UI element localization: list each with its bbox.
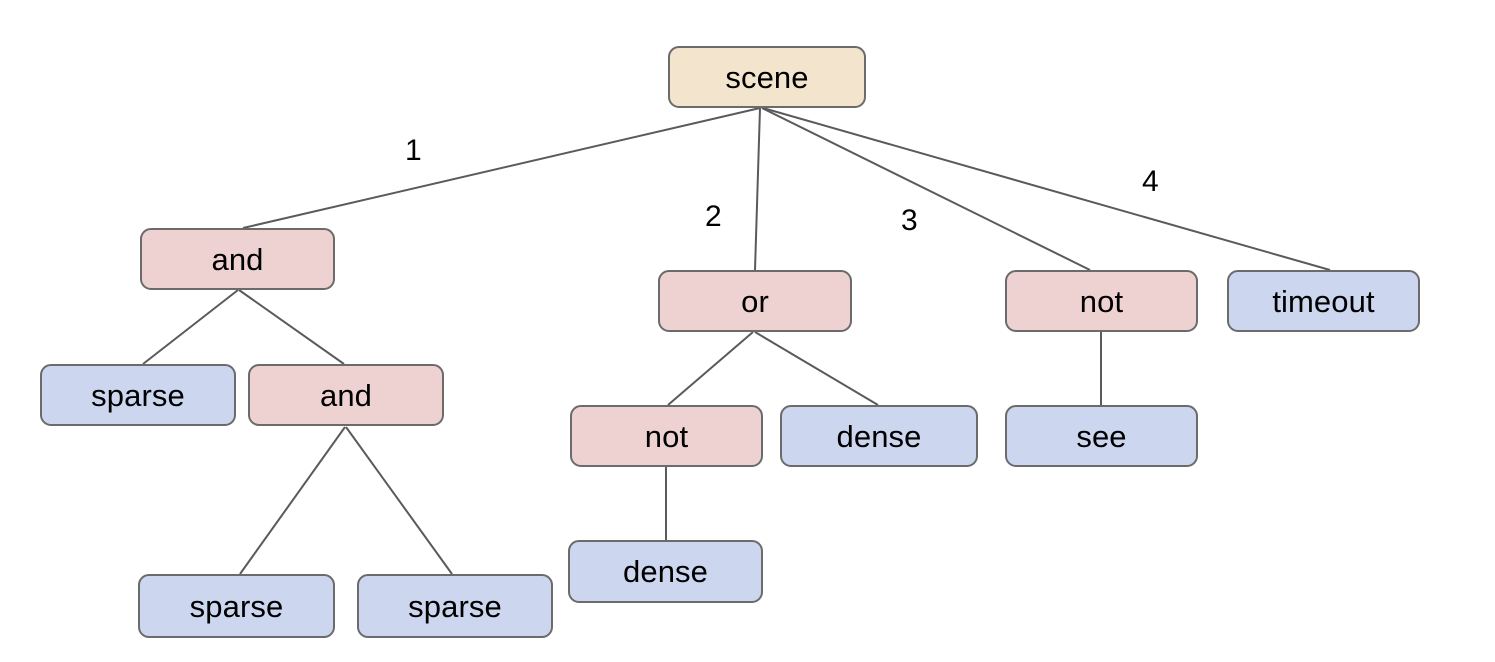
tree-node-label: see	[1076, 418, 1127, 454]
tree-edge-or1-to-dense1	[754, 331, 879, 406]
edge-label-4: 4	[1142, 165, 1159, 198]
tree-node-label: scene	[725, 59, 809, 95]
edge-label-3: 3	[901, 204, 918, 237]
tree-edge-scene-to-not2	[761, 107, 1091, 271]
tree-node-sparse3[interactable]: sparse	[357, 574, 553, 638]
tree-node-timeout1[interactable]: timeout	[1227, 270, 1420, 332]
tree-node-not2[interactable]: not	[1005, 270, 1198, 332]
tree-node-label: dense	[836, 418, 922, 454]
tree-node-label: sparse	[189, 588, 284, 624]
tree-node-not1[interactable]: not	[570, 405, 763, 467]
tree-node-or1[interactable]: or	[658, 270, 852, 332]
tree-node-label: not	[644, 418, 689, 454]
edge-label-2: 2	[705, 200, 722, 233]
tree-node-sparse2[interactable]: sparse	[138, 574, 335, 638]
tree-edge-and2-to-sparse3	[345, 426, 453, 575]
tree-edge-scene-to-or1	[754, 107, 761, 271]
tree-edge-or1-to-not1	[667, 331, 754, 406]
tree-edge-and2-to-sparse2	[239, 426, 346, 575]
tree-node-label: sparse	[408, 588, 502, 624]
tree-node-label: timeout	[1272, 283, 1375, 319]
tree-node-sparse1[interactable]: sparse	[40, 364, 236, 426]
tree-node-label: sparse	[91, 377, 185, 413]
edge-label-1: 1	[405, 134, 422, 167]
tree-edge-and1-to-sparse1	[142, 289, 239, 365]
tree-edge-scene-to-and1	[242, 107, 761, 229]
tree-node-label: dense	[623, 554, 708, 589]
tree-node-label: and	[319, 377, 373, 413]
tree-node-label: and	[211, 241, 264, 277]
tree-node-scene[interactable]: scene	[668, 46, 866, 108]
tree-edge-and1-to-and2	[238, 289, 345, 365]
tree-node-dense1[interactable]: dense	[780, 405, 978, 467]
tree-node-and1[interactable]: and	[140, 228, 335, 290]
tree-node-label: or	[741, 283, 769, 319]
tree-node-dense2[interactable]: dense	[568, 540, 763, 603]
tree-node-and2[interactable]: and	[248, 364, 444, 426]
tree-node-label: not	[1079, 283, 1124, 319]
tree-node-see1[interactable]: see	[1005, 405, 1198, 467]
tree-edge-scene-to-timeout1	[762, 107, 1331, 271]
